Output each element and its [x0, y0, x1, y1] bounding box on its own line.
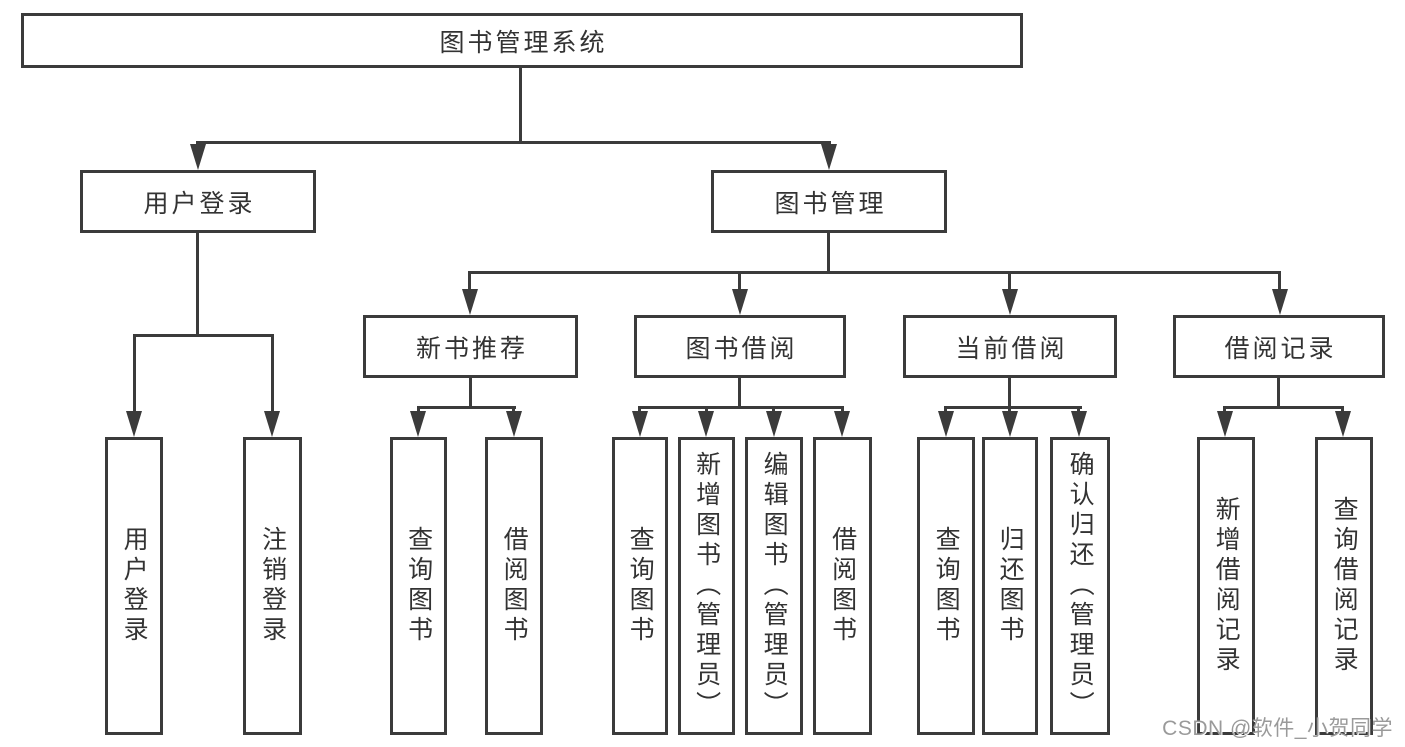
- arrow-down-icon: [766, 411, 782, 437]
- arrow-down-icon: [698, 411, 714, 437]
- connector-line: [271, 334, 274, 419]
- node-label: 图书管理: [774, 189, 887, 218]
- node-label: 当前借阅: [955, 334, 1068, 363]
- arrow-down-icon: [938, 411, 954, 437]
- node-current-borrowing: 当前借阅: [903, 315, 1117, 378]
- connector-line: [468, 271, 471, 296]
- arrow-down-icon: [410, 411, 426, 437]
- node-book-management: 图书管理: [711, 170, 947, 233]
- arrow-down-icon: [1272, 289, 1288, 315]
- arrow-down-icon: [1217, 411, 1233, 437]
- arrow-down-icon: [1071, 411, 1087, 437]
- node-new-book-recommendation: 新书推荐: [363, 315, 578, 378]
- connector-line: [196, 141, 831, 144]
- node-borrowing-records: 借阅记录: [1173, 315, 1385, 378]
- leaf-label: 确认归还（管理员）: [1066, 451, 1095, 721]
- arrow-down-icon: [190, 144, 206, 170]
- connector-line: [469, 378, 472, 409]
- leaf-label: 新增图书（管理员）: [692, 451, 721, 721]
- connector-line: [1277, 378, 1280, 409]
- leaf-label: 新增借阅记录: [1212, 496, 1241, 676]
- leaf-records-add-record: 新增借阅记录: [1197, 437, 1255, 735]
- connector-line: [738, 271, 741, 296]
- leaf-user-login: 用户登录: [105, 437, 163, 735]
- node-label: 图书管理系统: [439, 28, 608, 57]
- leaf-current-query-books: 查询图书: [917, 437, 975, 735]
- leaf-logout: 注销登录: [243, 437, 302, 735]
- connector-line: [827, 233, 830, 274]
- connector-line: [1008, 271, 1011, 296]
- leaf-label: 借阅图书: [500, 526, 529, 646]
- node-label: 用户登录: [143, 189, 256, 218]
- connector-line: [1278, 271, 1281, 296]
- leaf-label: 用户登录: [120, 526, 149, 646]
- arrow-down-icon: [632, 411, 648, 437]
- connector-line: [1008, 378, 1011, 409]
- arrow-down-icon: [732, 289, 748, 315]
- leaf-current-return-books: 归还图书: [982, 437, 1038, 735]
- connector-line: [133, 334, 136, 419]
- connector-line: [944, 406, 1082, 409]
- leaf-borrow-add-books-admin: 新增图书（管理员）: [678, 437, 735, 735]
- leaf-borrow-edit-books-admin: 编辑图书（管理员）: [745, 437, 803, 735]
- leaf-current-confirm-return-admin: 确认归还（管理员）: [1050, 437, 1110, 735]
- connector-line: [468, 271, 1281, 274]
- arrow-down-icon: [264, 411, 280, 437]
- connector-line: [196, 233, 199, 337]
- leaf-label: 查询图书: [932, 526, 961, 646]
- connector-line: [133, 334, 274, 337]
- connector-line: [638, 406, 844, 409]
- node-book-management-system: 图书管理系统: [21, 13, 1023, 68]
- leaf-label: 查询图书: [626, 526, 655, 646]
- leaf-label: 查询图书: [404, 526, 433, 646]
- connector-line: [417, 406, 516, 409]
- leaf-recommend-query-books: 查询图书: [390, 437, 447, 735]
- connector-line: [519, 66, 522, 144]
- arrow-down-icon: [834, 411, 850, 437]
- leaf-recommend-borrow-books: 借阅图书: [485, 437, 543, 735]
- arrow-down-icon: [821, 144, 837, 170]
- connector-line: [1223, 406, 1344, 409]
- arrow-down-icon: [126, 411, 142, 437]
- leaf-borrow-query-books: 查询图书: [612, 437, 668, 735]
- leaf-borrow-borrow-books: 借阅图书: [813, 437, 872, 735]
- arrow-down-icon: [462, 289, 478, 315]
- arrow-down-icon: [1002, 289, 1018, 315]
- leaf-label: 查询借阅记录: [1330, 496, 1359, 676]
- arrow-down-icon: [1002, 411, 1018, 437]
- leaf-label: 编辑图书（管理员）: [760, 451, 789, 721]
- node-label: 图书借阅: [685, 334, 798, 363]
- node-label: 借阅记录: [1224, 334, 1337, 363]
- connector-line: [738, 378, 741, 409]
- leaf-label: 借阅图书: [828, 526, 857, 646]
- node-label: 新书推荐: [415, 334, 528, 363]
- leaf-label: 归还图书: [996, 526, 1025, 646]
- arrow-down-icon: [506, 411, 522, 437]
- leaf-label: 注销登录: [258, 526, 287, 646]
- watermark-csdn: CSDN @软件_小贺同学: [1162, 717, 1393, 740]
- node-user-login: 用户登录: [80, 170, 316, 233]
- arrow-down-icon: [1335, 411, 1351, 437]
- node-book-borrowing: 图书借阅: [634, 315, 846, 378]
- leaf-records-query-record: 查询借阅记录: [1315, 437, 1373, 735]
